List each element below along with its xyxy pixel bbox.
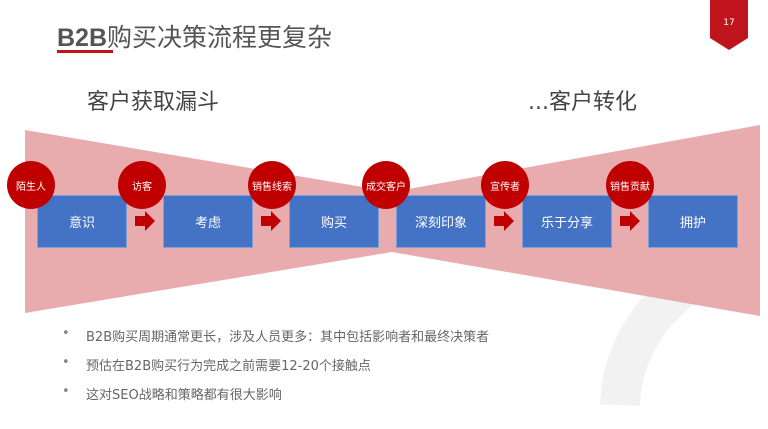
page-title: B2B购买决策流程更复杂 — [57, 23, 333, 52]
stage-box: 考虑 — [163, 195, 253, 248]
stage-box: 拥护 — [648, 195, 738, 248]
stage-box: 乐于分享 — [522, 195, 612, 248]
arrow-right-icon — [494, 211, 514, 231]
arrow-right-icon — [135, 211, 155, 231]
role-circle: 销售线索 — [248, 161, 296, 209]
funnel-shape — [25, 125, 760, 316]
bullet-text: 这对SEO战略和策略都有很大影响 — [86, 388, 282, 403]
bullet-item: •B2B购买周期通常更长，涉及人员更多：其中包括影响者和最终决策者 — [62, 326, 490, 345]
stage-box: 深刻印象 — [396, 195, 486, 248]
arrow-right-icon — [620, 211, 640, 231]
page-number: 17 — [723, 18, 735, 28]
title-underline — [57, 50, 113, 53]
role-circle: 销售贡献 — [606, 161, 654, 209]
arrow-right-icon — [261, 211, 281, 231]
page-number-badge: 17 — [710, 0, 748, 50]
stage-box: 意识 — [37, 195, 127, 248]
role-circle: 宣传者 — [481, 161, 529, 209]
bullet-item: •这对SEO战略和策略都有很大影响 — [62, 384, 282, 403]
bullet-item: •预估在B2B购买行为完成之前需要12-20个接触点 — [62, 355, 371, 374]
stage-box: 购买 — [289, 195, 379, 248]
bullet-list: •B2B购买周期通常更长，涉及人员更多：其中包括影响者和最终决策者 •预估在B2… — [62, 326, 489, 413]
right-heading: ...客户转化 — [528, 90, 637, 115]
bullet-text: B2B购买周期通常更长，涉及人员更多：其中包括影响者和最终决策者 — [86, 330, 490, 345]
left-heading: 客户获取漏斗 — [87, 90, 220, 115]
bullet-text: 预估在B2B购买行为完成之前需要12-20个接触点 — [86, 359, 371, 374]
role-circle: 访客 — [118, 161, 166, 209]
role-circle: 陌生人 — [7, 161, 55, 209]
role-circle: 成交客户 — [362, 161, 410, 209]
